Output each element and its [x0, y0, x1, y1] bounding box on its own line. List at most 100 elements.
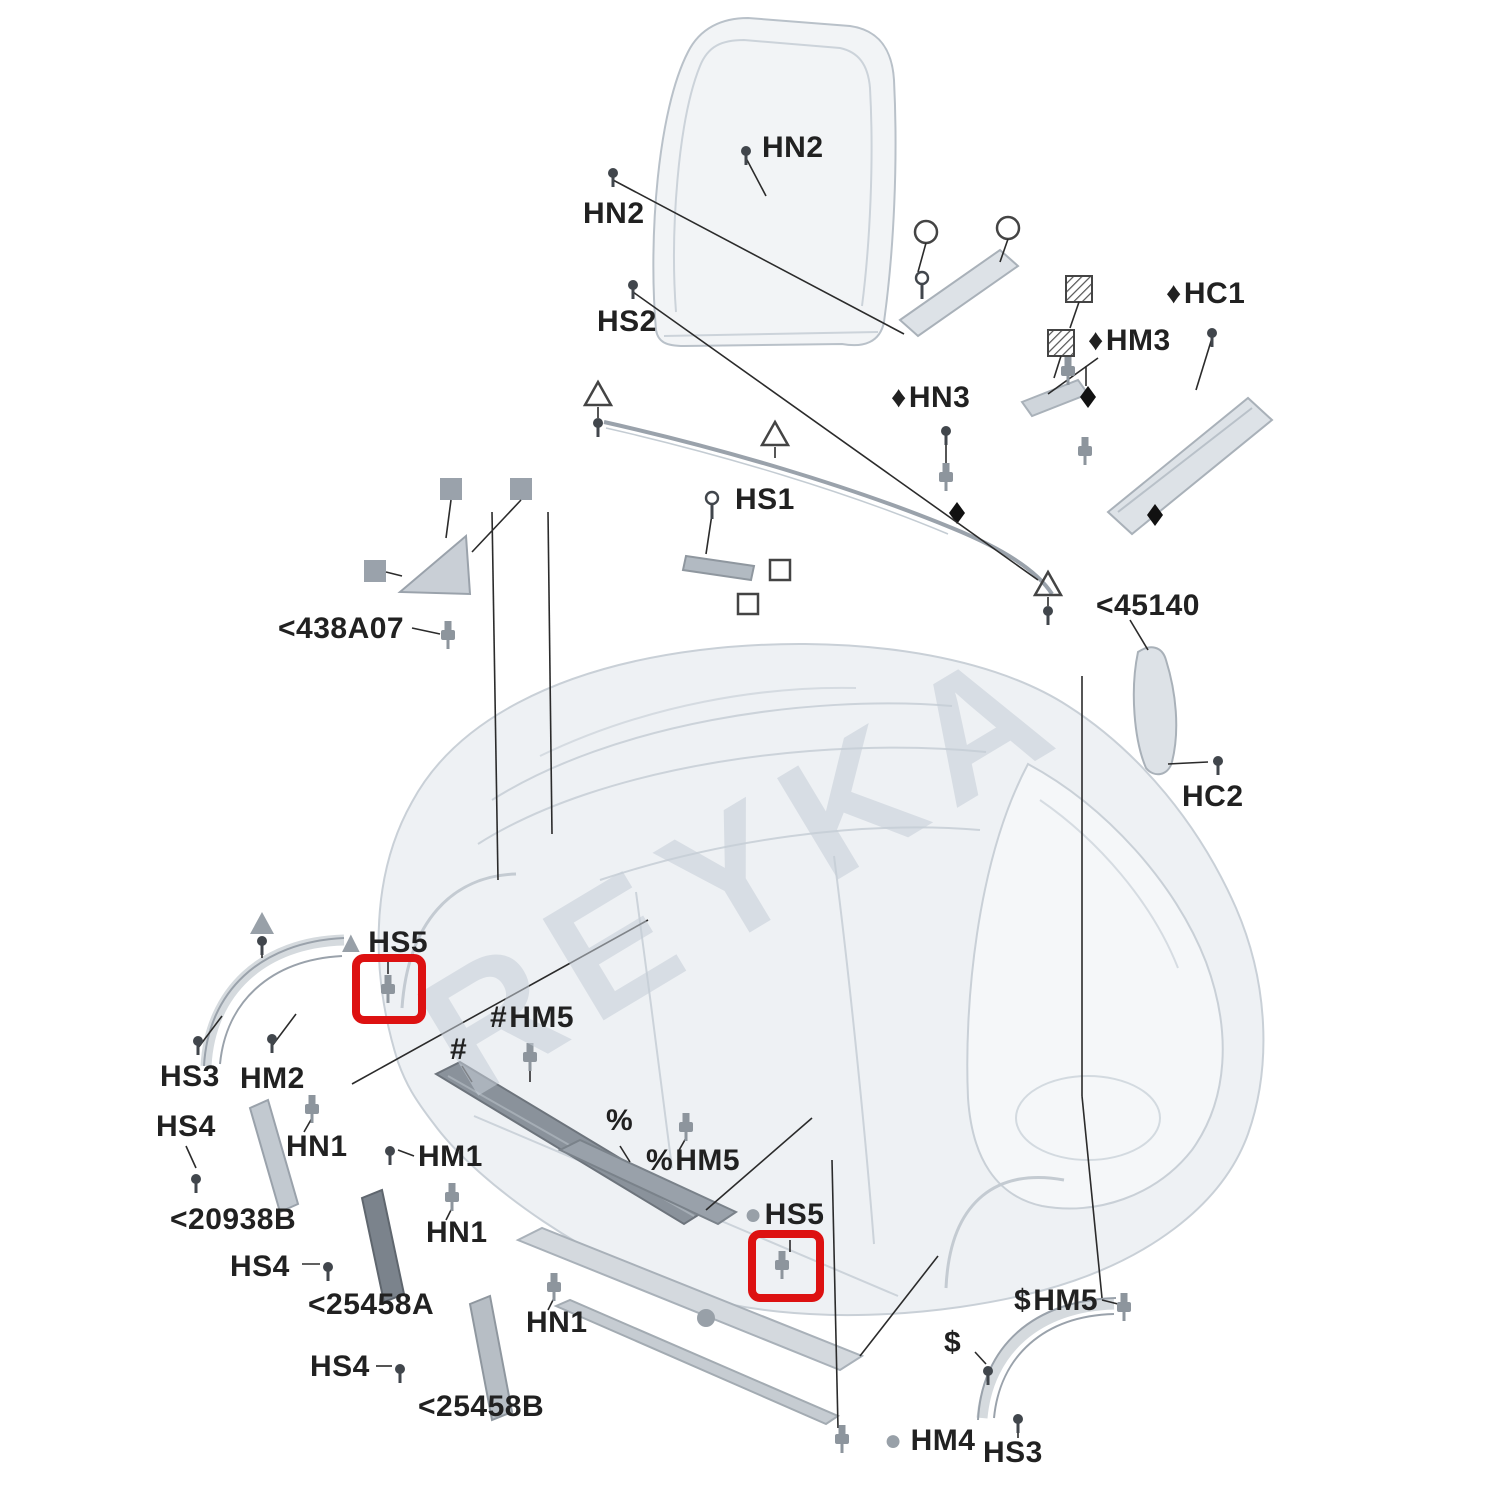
dollar-marker: $: [1014, 1284, 1032, 1317]
part-label-hs4-mid: HS4: [230, 1250, 290, 1283]
clip-icon: [1115, 1291, 1133, 1323]
diamond-marker-icon: ♦: [1088, 324, 1104, 357]
clip-icon: [545, 1271, 563, 1303]
square-outline-marker: [736, 592, 760, 616]
part-label-hn1-a: HN1: [286, 1130, 348, 1163]
pin-icon: [191, 1034, 205, 1057]
part-label-hc2: HC2: [1182, 780, 1244, 813]
marker-label-percent: %: [606, 1104, 634, 1137]
hs1-bracket: [681, 554, 756, 582]
part-label-hn2-side: HN2: [583, 197, 645, 230]
clip-icon: [1076, 435, 1094, 467]
triangle-outline-marker: [759, 419, 791, 447]
part-label-hm3: ♦HM3: [1088, 324, 1171, 357]
highlight-box-hs5-upper: [352, 954, 426, 1024]
pin-icon: [189, 1172, 203, 1195]
hatched-square-marker: [1065, 275, 1093, 303]
part-label-hm4: ●HM4: [884, 1424, 976, 1457]
pin-icon: [265, 1032, 279, 1055]
part-label-hn2-top: HN2: [762, 131, 824, 164]
square-marker: [440, 478, 462, 500]
pin-icon: [1041, 604, 1055, 627]
part-label-hs4-upper: HS4: [156, 1110, 216, 1143]
part-label-hn1-c: HN1: [526, 1306, 588, 1339]
pin-icon: [1011, 1412, 1025, 1435]
leader-lines: [185, 157, 1213, 1438]
marker-label-hash: #: [450, 1033, 468, 1066]
diamond-marker: [949, 502, 965, 524]
diamond-marker-icon: ♦: [1166, 277, 1182, 310]
highlight-box-hs5-lower: [748, 1230, 824, 1302]
pin-icon: [321, 1260, 335, 1283]
triangle-outline-marker: [582, 379, 614, 407]
diamond-marker-icon: ♦: [891, 381, 907, 414]
circle-filled-marker: [697, 1309, 715, 1327]
marker-label-dollar: $: [944, 1326, 962, 1359]
clip-icon: [303, 1093, 321, 1125]
part-label-hs3-right: HS3: [983, 1436, 1043, 1469]
part-label-hs5-upper: ▲HS5: [336, 926, 429, 959]
liftgate-sketch: [652, 16, 897, 348]
pin-icon: [393, 1362, 407, 1385]
part-label-hn3: ♦HN3: [891, 381, 971, 414]
screw-icon: [704, 490, 720, 521]
part-label-45140: <45140: [1096, 589, 1200, 622]
pin-icon: [383, 1144, 397, 1167]
part-label-hm5-dollar: $HM5: [1014, 1284, 1099, 1317]
part-label-hm5-percent: %HM5: [646, 1144, 741, 1177]
clip-icon: [439, 619, 457, 651]
triangle-outline-marker: [1032, 569, 1064, 597]
pillar-strip-25458b: [468, 1294, 514, 1422]
part-label-20938b: <20938B: [170, 1203, 297, 1236]
part-label-hs2: HS2: [597, 305, 657, 338]
square-marker: [364, 560, 386, 582]
pillar-strip-25458a: [360, 1188, 406, 1304]
hatched-square-marker: [1047, 329, 1075, 357]
part-label-hc1: ♦HC1: [1166, 277, 1246, 310]
percent-marker: %: [646, 1144, 674, 1177]
pin-icon: [1205, 326, 1219, 349]
pillar-trim-45140: [1132, 646, 1178, 776]
screw-icon: [914, 270, 930, 301]
part-label-hm5-hash: #HM5: [490, 1001, 575, 1034]
diamond-marker: [1080, 386, 1096, 408]
circle-marker-icon: ●: [884, 1424, 903, 1457]
clip-icon: [1059, 355, 1077, 387]
clip-icon: [443, 1181, 461, 1213]
wheel-arch-trim-right: [976, 1297, 1117, 1421]
part-label-hs1: HS1: [735, 483, 795, 516]
pin-icon: [255, 934, 269, 957]
pin-icon: [626, 278, 640, 301]
wheel-arch-trim-left: [200, 934, 345, 1067]
diamond-marker: [1147, 504, 1163, 526]
circle-outline-marker: [913, 219, 939, 245]
geometric-markers: [250, 215, 1163, 1327]
hash-marker: #: [490, 1001, 508, 1034]
pin-icon: [1211, 754, 1225, 777]
circle-outline-marker: [995, 215, 1021, 241]
pillar-strip-20938b: [248, 1098, 300, 1214]
part-label-hs5-lower: ●HS5: [744, 1198, 825, 1231]
part-label-hn1-b: HN1: [426, 1216, 488, 1249]
part-label-hm1: HM1: [418, 1140, 483, 1173]
part-label-hs4-lower: HS4: [310, 1350, 370, 1383]
triangle-marker-icon: ▲: [336, 926, 367, 959]
roof-drip-molding: [603, 420, 1054, 596]
part-label-hs3-left: HS3: [160, 1060, 220, 1093]
circle-marker-icon: ●: [744, 1198, 763, 1231]
pin-icon: [591, 416, 605, 439]
pin-icon: [939, 424, 953, 447]
rocker-molding-mid: [557, 1138, 739, 1226]
triangle-filled-marker: [250, 912, 274, 934]
part-label-438a07: <438A07: [278, 612, 405, 645]
clip-icon: [937, 461, 955, 493]
pin-icon: [606, 166, 620, 189]
square-marker: [510, 478, 532, 500]
square-outline-marker: [768, 558, 792, 582]
part-label-hm2: HM2: [240, 1062, 305, 1095]
part-label-25458b: <25458B: [418, 1390, 545, 1423]
mirror-sail-panel: [397, 533, 472, 596]
clip-icon: [833, 1423, 851, 1455]
